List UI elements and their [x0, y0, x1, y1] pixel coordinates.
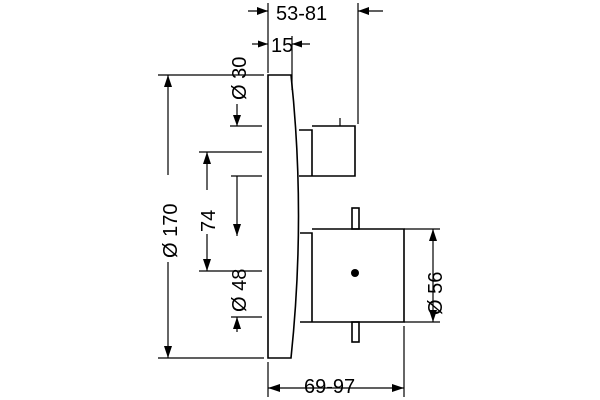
- indicator-dot: [351, 269, 359, 277]
- dim-label-large-knob-inner-diameter: Ø 48: [229, 269, 251, 312]
- dim-total-depth: 69-97: [267, 326, 405, 398]
- dim-label-plate-diameter: Ø 170: [160, 204, 182, 258]
- dim-label-total-depth: 69-97: [304, 376, 355, 398]
- cover-plate: [267, 74, 300, 359]
- dim-label-spindle-offset: 15: [271, 35, 293, 57]
- dim-label-depth-min-max: 53-81: [276, 3, 327, 25]
- product-outline: [267, 74, 405, 359]
- dim-plate-diameter: Ø 170: [158, 74, 264, 359]
- lever-stem-bottom: [351, 321, 360, 343]
- dim-spindle-offset: 15: [252, 35, 310, 90]
- dim-label-large-knob-diameter: Ø 56: [425, 272, 447, 315]
- lever-stem-top: [351, 207, 360, 230]
- dim-depth-min-max: 53-81: [248, 3, 383, 124]
- dim-knob-spacing: 74: [198, 151, 262, 272]
- dim-small-knob-diameter: Ø 30: [229, 57, 262, 127]
- dim-label-knob-spacing: 74: [198, 210, 220, 232]
- dim-label-small-knob-diameter: Ø 30: [229, 57, 251, 100]
- dim-large-knob-inner-diameter: Ø 48: [229, 175, 262, 332]
- small-knob: [299, 125, 356, 177]
- dim-large-knob-diameter: Ø 56: [404, 228, 447, 323]
